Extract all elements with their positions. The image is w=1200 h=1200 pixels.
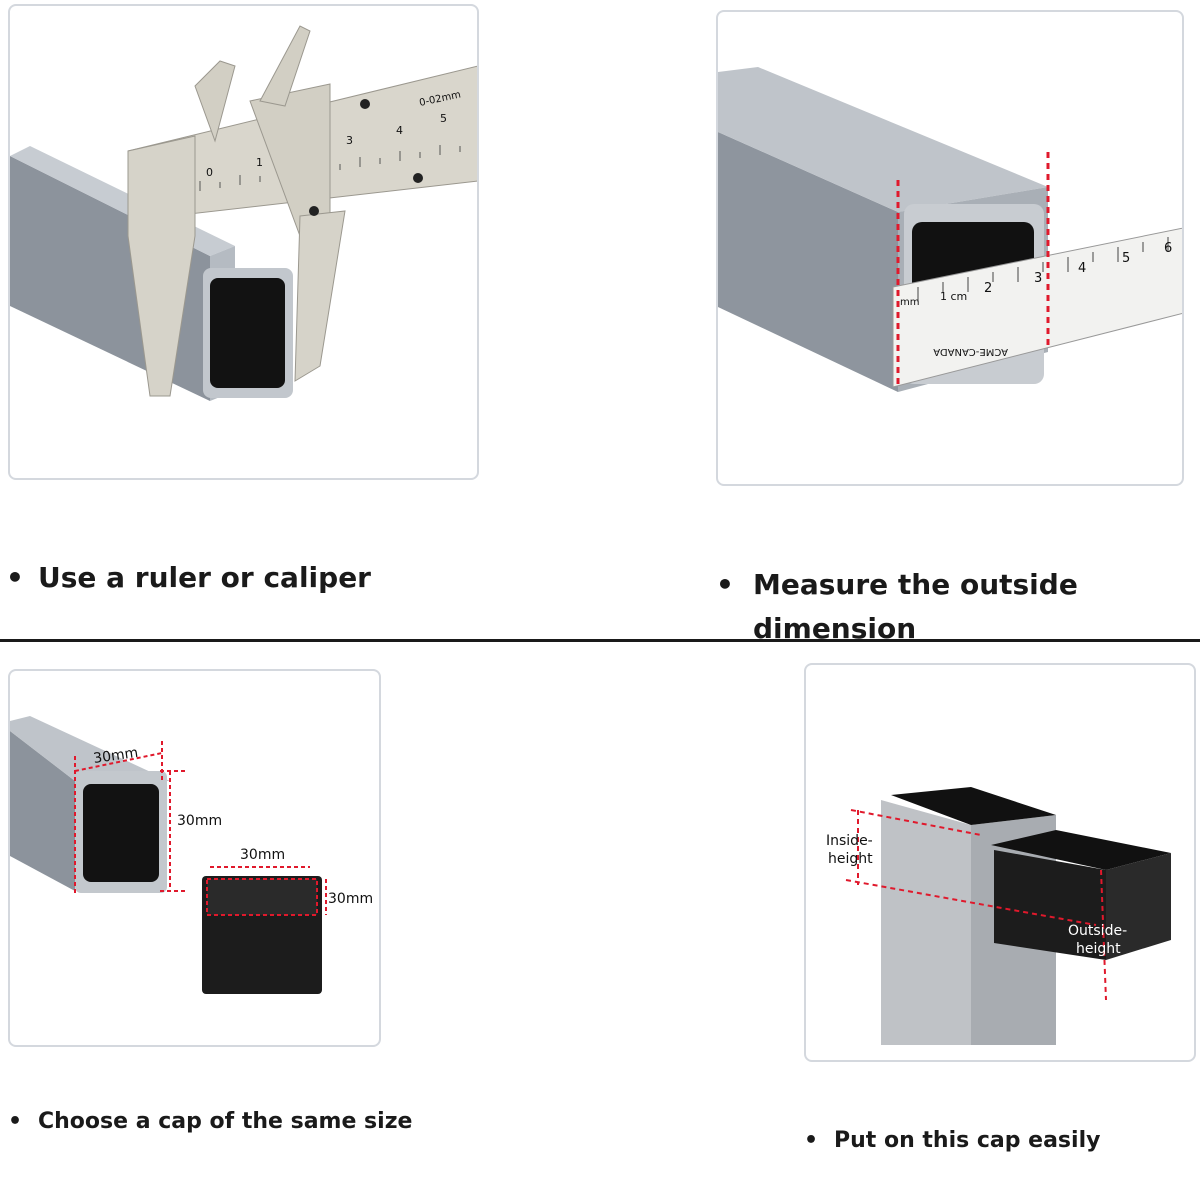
install-image-panel: Inside- height Outside- height (804, 663, 1196, 1062)
caliper-image-panel: 0 1 2 3 4 5 0-02mm (8, 4, 479, 480)
inside-height-label-line2: height (828, 851, 873, 867)
cap-height-label: 30mm (328, 891, 373, 907)
step-caption-3: • Choose a cap of the same size (8, 1107, 428, 1137)
tube-width-label: 30mm (92, 745, 139, 767)
step-caption-2: • Measure the outside dimension (716, 563, 1096, 651)
install-illustration: Inside- height Outside- height (826, 787, 1171, 1045)
ruler-number-5: 5 (1122, 251, 1130, 266)
caliper-scale-5: 5 (440, 112, 447, 125)
caliper-scale-0: 0 (206, 166, 213, 179)
step-caption-4: • Put on this cap easily (804, 1126, 1184, 1156)
tube-height-label: 30mm (177, 813, 222, 829)
outside-height-label-line2: height (1076, 941, 1121, 957)
inside-height-label-line1: Inside- (826, 833, 873, 849)
ruler-image-panel: mm 1 cm 2 3 4 5 6 ACME-CANADA (716, 10, 1184, 486)
section-divider (0, 639, 1200, 642)
ruler-cm-label: 1 cm (940, 290, 967, 303)
step-caption-1: • Use a ruler or caliper (6, 561, 371, 594)
bullet-icon: • (8, 1109, 23, 1134)
ruler-units-label: mm (900, 297, 919, 308)
ruler-illustration: mm 1 cm 2 3 4 5 6 ACME-CANADA (718, 67, 1182, 392)
ruler-brand: ACME-CANADA (933, 346, 1008, 357)
ruler-number-3: 3 (1034, 271, 1042, 286)
caliper-scale-4: 4 (396, 124, 403, 137)
caliper-scale-3: 3 (346, 134, 353, 147)
ruler-number-2: 2 (984, 281, 992, 296)
bullet-icon: • (6, 561, 24, 594)
caliper-scale-1: 1 (256, 156, 263, 169)
ruler-number-6: 6 (1164, 241, 1172, 256)
bullet-icon: • (716, 568, 734, 601)
size-match-illustration: 30mm 30mm 30mm 30mm (10, 716, 373, 994)
bullet-icon: • (804, 1128, 819, 1153)
cap-width-label: 30mm (240, 847, 285, 863)
size-match-image-panel: 30mm 30mm 30mm 30mm (8, 669, 381, 1047)
outside-height-label-line1: Outside- (1068, 923, 1127, 939)
ruler-number-4: 4 (1078, 261, 1086, 276)
caliper-illustration: 0 1 2 3 4 5 0-02mm (10, 25, 477, 401)
